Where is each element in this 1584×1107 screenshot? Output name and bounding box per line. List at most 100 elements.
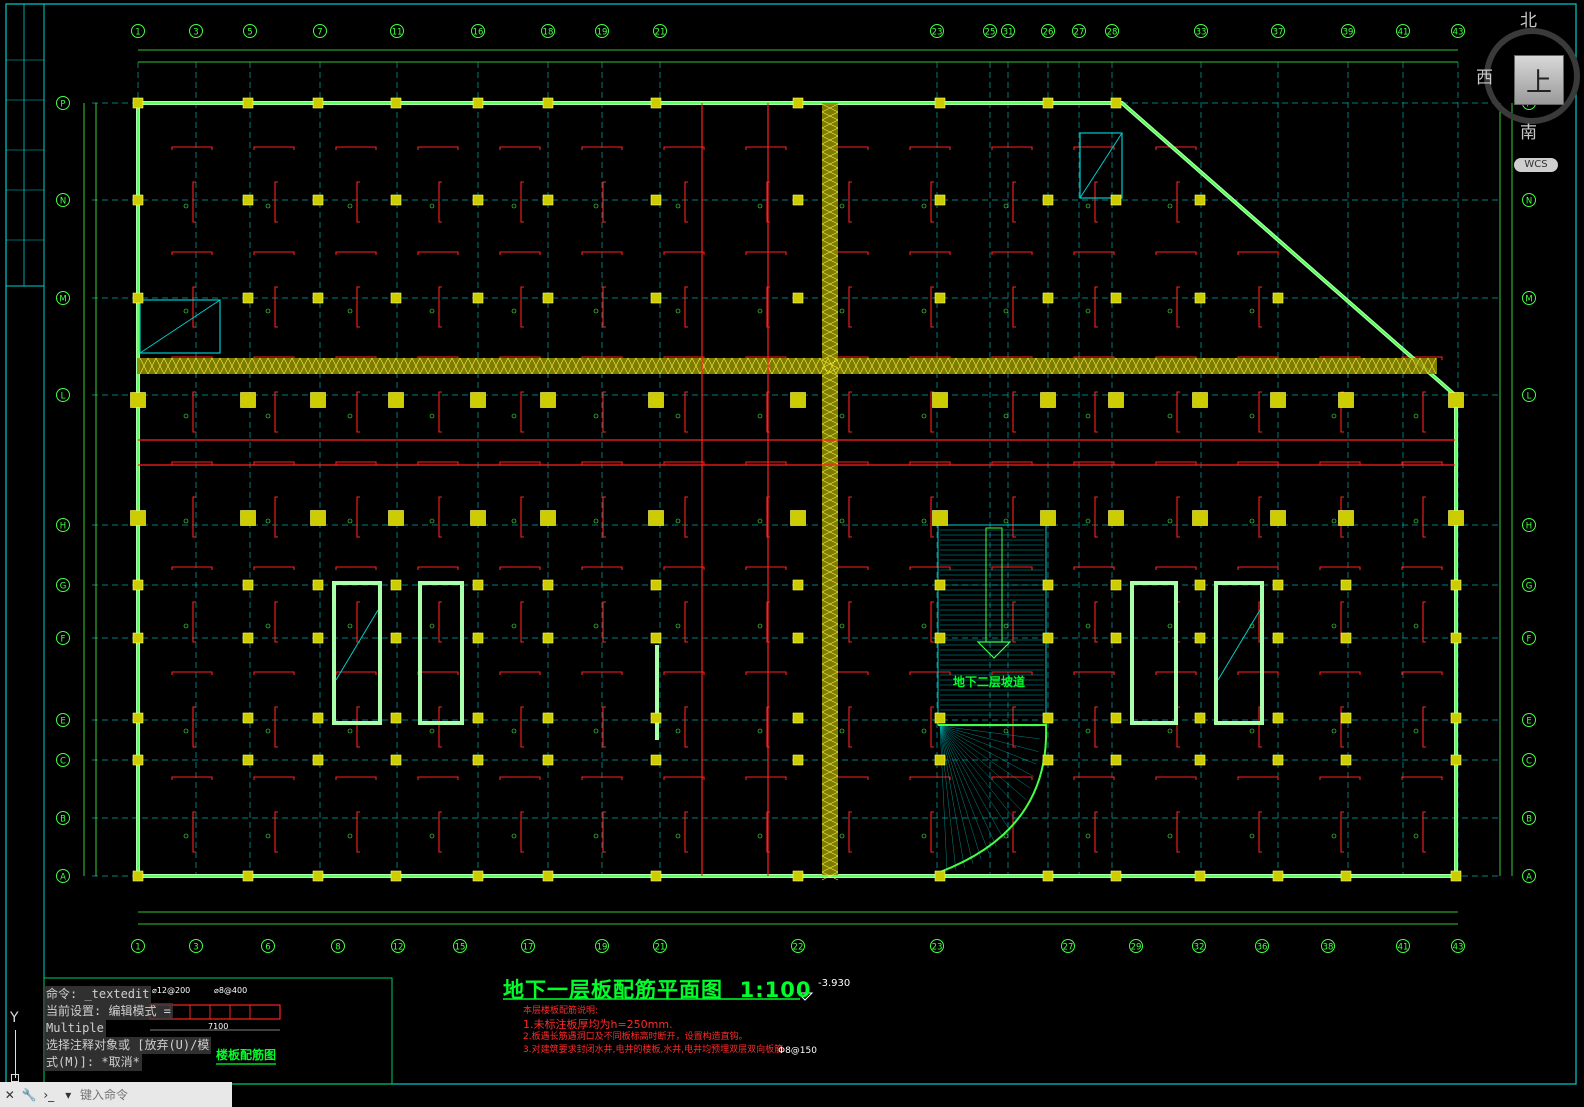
rebar-mark (1422, 601, 1426, 643)
rebar-mark (1012, 811, 1016, 853)
rebar-tag (429, 833, 435, 839)
hatch (1139, 357, 1149, 375)
wcs-menu[interactable]: WCS (1514, 158, 1558, 172)
hatch (1171, 357, 1181, 375)
hatch (155, 357, 165, 375)
hatch (1227, 357, 1237, 375)
axis-bubble-label: P (60, 99, 65, 109)
ramp-stripe (939, 725, 1011, 831)
command-input[interactable] (78, 1086, 232, 1103)
column (472, 292, 484, 304)
rebar-tag (511, 518, 517, 524)
rebar-mark (1073, 251, 1115, 255)
close-icon[interactable]: ✕ (4, 1087, 15, 1102)
rebar-mark (1155, 776, 1197, 780)
column (1040, 510, 1056, 526)
rebar-mark (192, 496, 196, 538)
axis-bubble (261, 939, 275, 953)
column (1042, 632, 1054, 644)
column (1450, 712, 1462, 724)
column (1272, 712, 1284, 724)
viewcube[interactable]: 北 南 西 上 WCS (1476, 10, 1582, 172)
column (790, 392, 806, 408)
rebar-tag (1331, 518, 1337, 524)
rebar-tag (1167, 728, 1173, 734)
hatch (995, 357, 1005, 375)
hatch (595, 357, 605, 375)
rebar-mark (356, 391, 360, 433)
rebar-mark (930, 706, 934, 748)
hatch (821, 495, 839, 505)
rebar-tag (1085, 728, 1091, 734)
hatch (821, 511, 839, 521)
axis-bubble (930, 24, 944, 38)
hatch (821, 471, 839, 481)
column (932, 510, 948, 526)
rebar-tag (1085, 308, 1091, 314)
column (472, 754, 484, 766)
rebar-mark (1073, 461, 1115, 465)
ucs-y-label: Y (10, 1010, 19, 1026)
column (650, 712, 662, 724)
rebar-tag (183, 518, 189, 524)
hatch (891, 357, 901, 375)
axis-bubble-label: 38 (1323, 942, 1334, 952)
hatch (843, 357, 853, 375)
hatch (267, 357, 277, 375)
column (312, 97, 324, 109)
hatch (821, 359, 839, 369)
rebar-tag (1003, 518, 1009, 524)
axis-bubble (131, 24, 145, 38)
rebar-tag (511, 203, 517, 209)
rebar-mark (991, 566, 1033, 570)
column (1192, 392, 1208, 408)
compass-south[interactable]: 南 (1520, 123, 1537, 143)
rebar-tag (429, 413, 435, 419)
rebar-mark (192, 286, 196, 328)
axis-bubble-label: 41 (1398, 27, 1409, 37)
hatch (315, 357, 325, 375)
drawing-scale: 1:100 (739, 978, 812, 1002)
column (242, 97, 254, 109)
rebar-tag (675, 623, 681, 629)
ramp-stripe (939, 725, 948, 872)
rebar-mark (499, 566, 541, 570)
hatch (1091, 357, 1101, 375)
rebar-mark (335, 671, 377, 675)
legend-title: 楼板配筋图 (216, 1048, 277, 1062)
command-prompt-icon[interactable]: ›_ (43, 1087, 55, 1102)
compass-west[interactable]: 西 (1476, 68, 1493, 88)
note-2: 2.板遇长筋遇洞口及不同板标高时断开，设置构造直钩。 (523, 1032, 748, 1042)
rebar-tag (347, 728, 353, 734)
hatch (491, 357, 501, 375)
hatch (811, 357, 821, 375)
column (132, 194, 144, 206)
rebar-mark (438, 181, 442, 223)
rebar-mark (1176, 181, 1180, 223)
chevron-down-icon[interactable]: ▾ (65, 1087, 72, 1102)
viewcube-compass-ring[interactable] (1484, 28, 1580, 124)
rebar-mark (253, 566, 295, 570)
hatch (787, 357, 797, 375)
wrench-icon[interactable]: 🔧 (21, 1087, 37, 1102)
hatch (939, 357, 949, 375)
hatch (821, 751, 839, 761)
rebar-mark (1422, 496, 1426, 538)
axis-bubble-label: L (61, 391, 66, 401)
rebar-mark (520, 706, 524, 748)
axis-bubble (56, 578, 70, 592)
compass-north[interactable]: 北 (1520, 11, 1537, 31)
hatch (875, 357, 885, 375)
design-notes: 本层楼板配筋说明: 1.未标注板厚均为h=250mm. 2.板遇长筋遇洞口及不同… (523, 1005, 783, 1057)
axis-bubble-label: E (1526, 716, 1531, 726)
column (312, 754, 324, 766)
hatch (1147, 357, 1157, 375)
axis-bubble-label: G (60, 581, 67, 591)
rebar-mark (1176, 286, 1180, 328)
axis-bubble-label: B (60, 814, 66, 824)
rebar-mark (356, 496, 360, 538)
rebar-mark (684, 601, 688, 643)
column (1340, 579, 1352, 591)
viewcube-top-face[interactable]: 上 (1514, 55, 1564, 105)
